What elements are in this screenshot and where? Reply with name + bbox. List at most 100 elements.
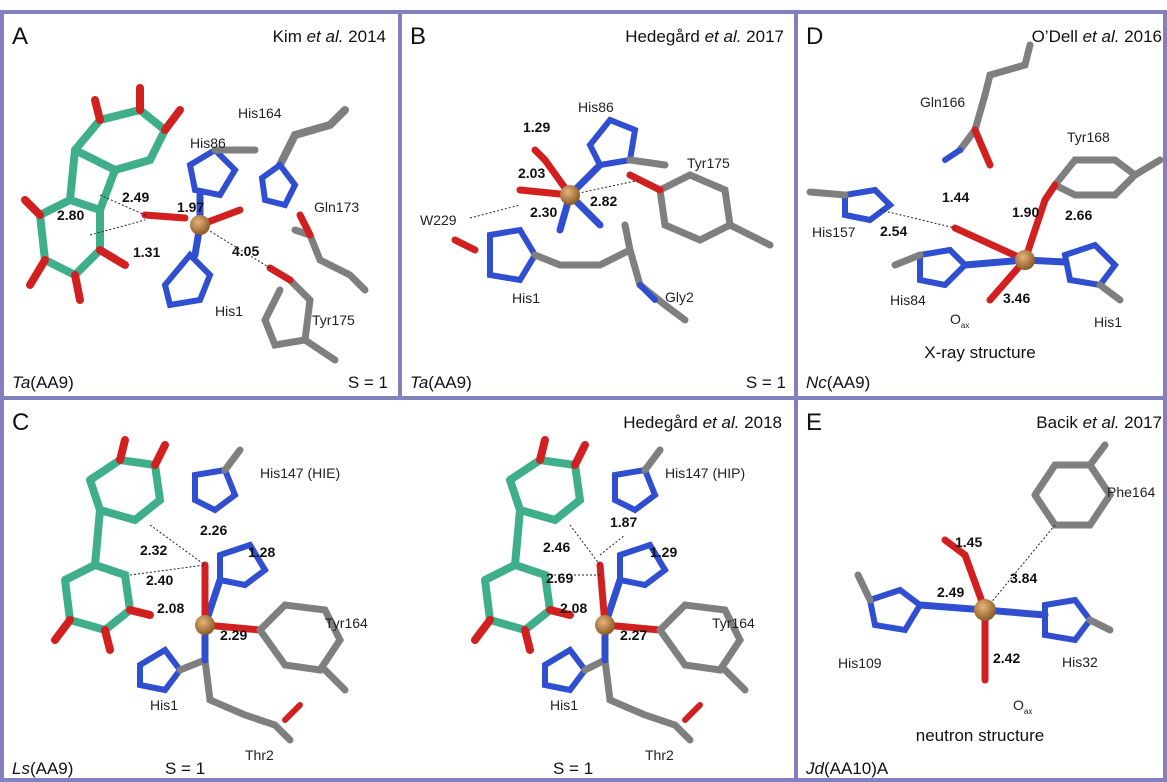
panel-c-left-residue-his1: His1 [150,697,178,713]
panel-a-hbond-lines [89,194,271,269]
panel-c-right-residue-his1: His1 [550,697,578,713]
panel-b-hbond-lines [469,179,641,219]
panel-d-letter: D [806,23,823,50]
panel-e-residue-his32: His32 [1062,654,1098,670]
panel-c-left-hbond-lines [129,524,206,576]
panel-c-right-distance-3: 1.29 [650,544,677,560]
panel-e-footer-italic: Jd [805,759,825,778]
panel-d-reference-authors: O’Dell [1032,27,1083,46]
panel-c-left-molecule [51,436,349,744]
panel-c-right-residue-thr2: Thr2 [645,747,674,763]
panel-a-footer-italic: Ta [12,373,30,392]
panel-d-residue-tyr168: Tyr168 [1067,129,1110,145]
panel-e-oax-label: Oax [1013,697,1032,716]
panel-c-left-distance-4: 2.40 [146,572,173,588]
panel-a-residue-his86: His86 [190,135,226,151]
panel-d-residue-his157: His157 [812,224,856,240]
panel-d-residue-his84: His84 [890,292,926,308]
panel-c-left-copper-atom [195,615,215,635]
panel-d-border [794,10,1167,400]
panel-e-distance-3: 3.84 [1010,570,1037,586]
panel-c: C Hedegård et al. 2018 His147 (HIE) Tyr1… [12,409,782,778]
panel-d: D O’Dell et al. 2016 Gln166 Tyr168 His15… [806,23,1164,392]
panel-b-reference-etal: et al. [705,27,742,46]
panel-b-spin: S = 1 [746,373,786,392]
panel-a-reference-etal: et al. [307,27,344,46]
panel-c-right-distance-2: 2.46 [543,539,570,555]
panel-e-residue-his109: His109 [838,655,882,671]
panel-a-distance-1: 2.49 [122,189,149,205]
panel-e-caption: neutron structure [916,726,1045,745]
panel-a-letter: A [12,23,28,50]
panel-d-distance-1: 1.44 [942,189,969,205]
panel-a-distance-3: 2.80 [57,207,84,223]
panel-c-spin-right: S = 1 [553,759,593,778]
panel-e-footer-species: Jd(AA10)A [805,759,889,778]
panel-d-distance-5: 3.46 [1003,290,1030,306]
panel-e-hbond-lines [984,524,1056,611]
panel-d-reference: O’Dell et al. 2016 [1032,27,1162,46]
panel-b-residue-gly2: Gly2 [665,289,694,305]
panel-d-distance-3: 2.66 [1065,207,1092,223]
panel-b: B Hedegård et al. 2017 His86 Tyr175 W229… [410,23,786,392]
panel-c-letter: C [12,409,29,436]
panel-a-reference-year: 2014 [343,27,386,46]
panel-e-distance-1: 1.45 [955,534,982,550]
panel-d-residue-his1: His1 [1094,314,1122,330]
panel-a-residue-his164: His164 [238,105,282,121]
panel-c-left-distance-3: 2.32 [140,542,167,558]
panel-a-residue-gln173: Gln173 [314,199,359,215]
panel-a-footer-species: Ta(AA9) [12,373,74,392]
panel-e-copper-atom [974,599,996,621]
panel-e-oax-sub: ax [1024,707,1032,716]
panel-a-distance-5: 4.05 [232,243,259,259]
panel-a: A Kim et al. 2014 His164 His86 Gln173 Hi… [12,23,388,392]
panel-b-distance-4: 2.82 [590,193,617,209]
panel-a-reference: Kim et al. 2014 [273,27,386,46]
panel-b-molecule [451,116,774,324]
panel-c-left-distance-1: 2.26 [200,522,227,538]
panel-a-distance-4: 1.31 [133,244,160,260]
panel-d-caption: X-ray structure [924,343,1035,362]
panel-c-left-residue-thr2: Thr2 [245,747,274,763]
panel-c-right-residue-his147: His147 (HIP) [665,465,745,481]
panel-b-reference: Hedegård et al. 2017 [625,27,784,46]
panel-d-copper-atom [1015,250,1035,270]
panel-c-reference-authors: Hedegård [623,413,702,432]
panel-b-residue-tyr175: Tyr175 [687,155,730,171]
panel-b-distance-3: 2.30 [530,204,557,220]
panel-e-reference-etal: et al. [1083,413,1120,432]
panel-d-reference-etal: et al. [1083,27,1120,46]
panel-d-footer-italic: Nc [806,373,827,392]
panel-c-right-molecule [471,436,749,744]
panel-c-reference: Hedegård et al. 2018 [623,413,782,432]
panel-c-left-distance-5: 2.08 [157,600,184,616]
panel-c-left-distance-6: 2.29 [220,627,247,643]
panel-d-distance-4: 2.54 [880,223,907,239]
panel-e-reference: Bacik et al. 2017 [1036,413,1162,432]
panel-c-left-residue-tyr164: Tyr164 [325,615,368,631]
panel-e-distance-4: 2.42 [993,650,1020,666]
panel-a-reference-authors: Kim [273,27,307,46]
panel-c-right-distance-5: 2.08 [560,600,587,616]
panel-e-reference-authors: Bacik [1036,413,1082,432]
panel-borders [0,10,1167,782]
panel-b-footer-species: Ta(AA9) [410,373,472,392]
panel-c-footer-italic: Ls [12,759,30,778]
panel-b-footer-family: (AA9) [428,373,471,392]
panel-d-oax-label: Oax [950,311,969,330]
panel-c-spin-left: S = 1 [165,759,205,778]
panel-a-sugar-molecule [21,84,184,304]
panel-a-protein-residues [141,106,369,364]
panel-d-molecule [806,41,1164,304]
panel-d-distance-2: 1.90 [1012,204,1039,220]
panel-b-distance-2: 2.03 [518,165,545,181]
panel-b-footer-italic: Ta [410,373,428,392]
panel-d-oax-sub: ax [961,321,969,330]
panel-e-reference-year: 2017 [1119,413,1162,432]
panel-a-distance-2: 1.97 [177,199,204,215]
panel-b-copper-atom [560,185,580,205]
panel-a-residue-his1: His1 [215,303,243,319]
panel-c-right-copper-atom [595,615,615,635]
panel-a-copper-atom [190,215,210,235]
